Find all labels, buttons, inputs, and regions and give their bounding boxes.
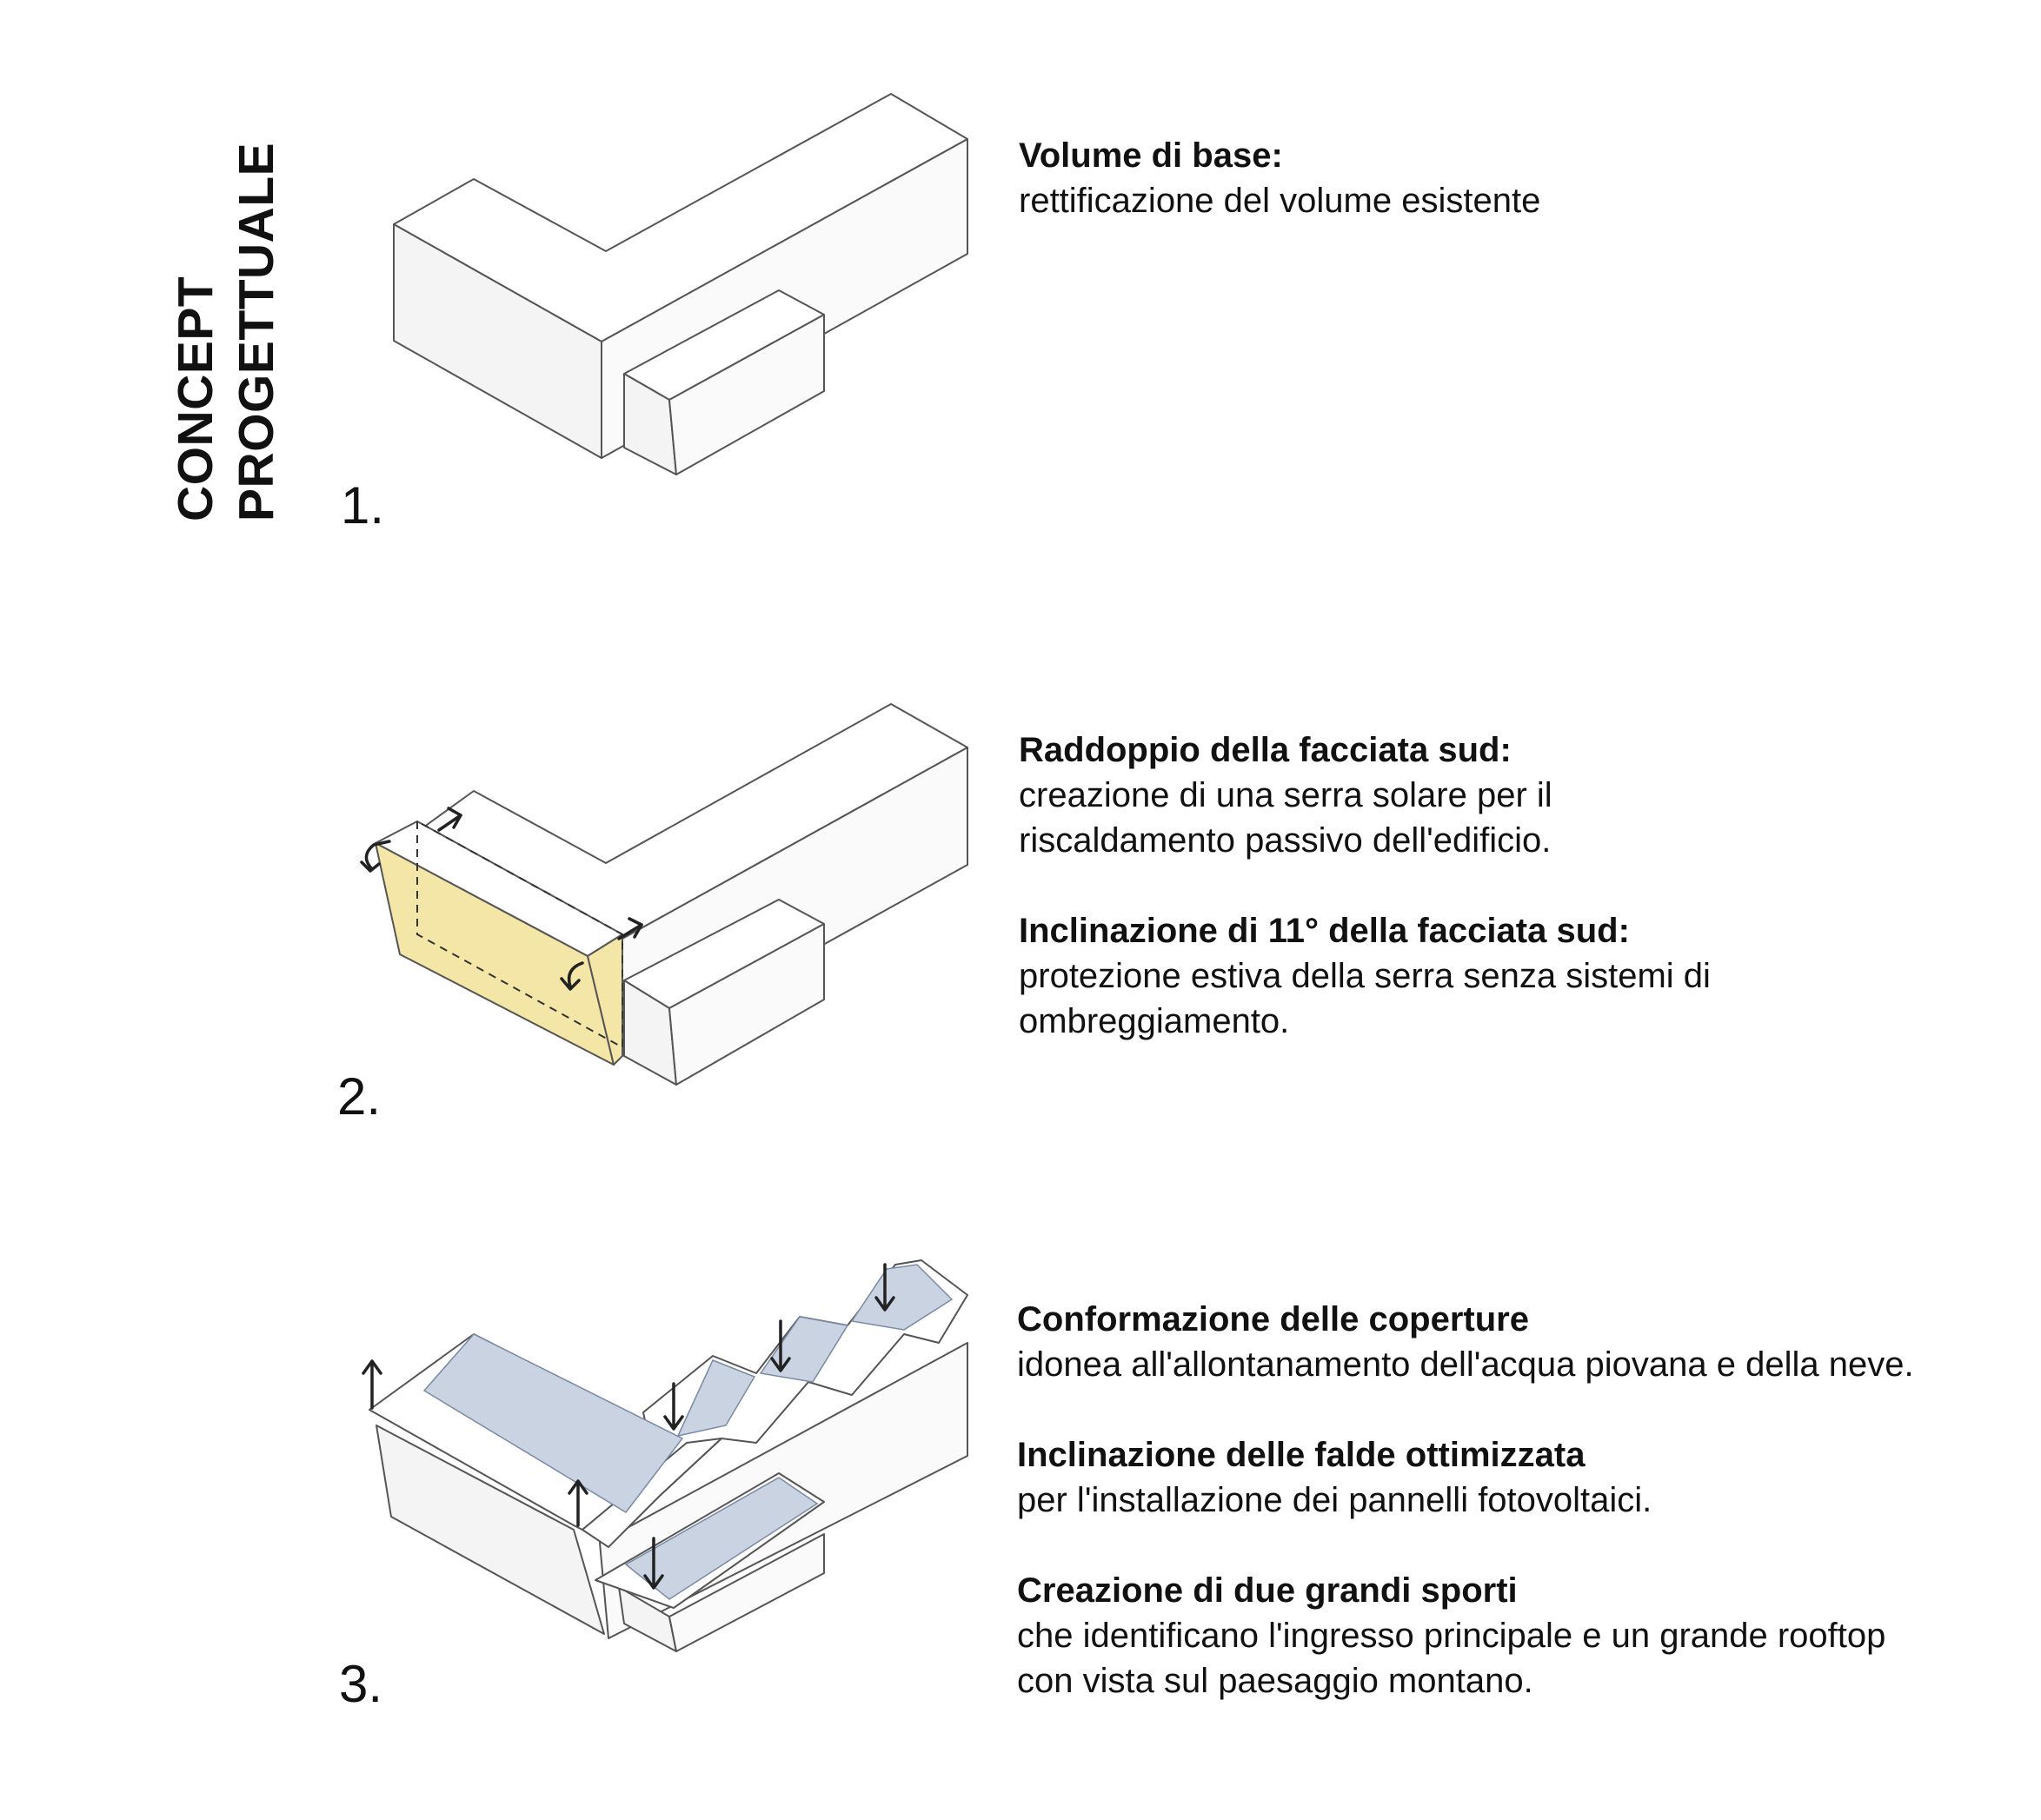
step-2-line-1: creazione di una serra solare per il bbox=[1019, 776, 1552, 814]
annex-east-wall bbox=[668, 1533, 825, 1652]
step-1-line-1: rettificazione del volume esistente bbox=[1019, 182, 1541, 220]
title-line-1: CONCEPT bbox=[168, 276, 223, 521]
pv-panel-west bbox=[422, 1333, 684, 1513]
step-3-line-2: per l'installazione dei pannelli fotovol… bbox=[1017, 1481, 1652, 1519]
step-1-heading-1: Volume di base: bbox=[1019, 136, 1283, 175]
step-3-heading-2: Inclinazione delle falde ottimizzata bbox=[1017, 1436, 1586, 1474]
arrow-head bbox=[362, 1359, 382, 1375]
step-3-description: Conformazione delle coperture idonea all… bbox=[1017, 1297, 1914, 1704]
annex-east-wall bbox=[668, 923, 825, 1086]
rotate-arrow-icon bbox=[617, 923, 643, 940]
rotate-arrow-icon bbox=[437, 814, 462, 832]
step-3-line-3: che identificano l'ingresso principale e… bbox=[1017, 1617, 1886, 1655]
original-facade-dashed-line bbox=[416, 820, 623, 1049]
arrow-head bbox=[447, 807, 462, 829]
step-3-paragraph-2: Inclinazione delle falde ottimizzata per… bbox=[1017, 1432, 1914, 1523]
rotate-arrow-icon bbox=[567, 961, 584, 988]
step-2-number: 2. bbox=[337, 1067, 382, 1126]
step-3-line-4: con vista sul paesaggio montano. bbox=[1017, 1662, 1533, 1700]
step-1-number: 1. bbox=[341, 476, 385, 535]
step-3-paragraph-1: Conformazione delle coperture idonea all… bbox=[1017, 1297, 1914, 1387]
step-3-line-1: idonea all'allontanamento dell'acqua pio… bbox=[1017, 1345, 1914, 1384]
step-1-description: Volume di base: rettificazione del volum… bbox=[1019, 133, 1540, 223]
pv-panel-1 bbox=[676, 1359, 756, 1438]
step-2-paragraph-1: Raddoppio della facciata sud: creazione … bbox=[1019, 727, 1711, 863]
step-3-heading-3: Creazione di due grandi sporti bbox=[1017, 1571, 1518, 1610]
west-wall bbox=[376, 1425, 605, 1635]
step-2-line-3: protezione estiva della serra senza sist… bbox=[1019, 957, 1711, 995]
step-3-paragraph-3: Creazione di due grandi sporti che ident… bbox=[1017, 1568, 1914, 1704]
step-3-heading-1: Conformazione delle coperture bbox=[1017, 1300, 1529, 1338]
rotate-arrow-icon bbox=[364, 840, 391, 871]
step-2-line-2: riscaldamento passivo dell'edificio. bbox=[1019, 821, 1552, 860]
arrow-head bbox=[560, 977, 581, 991]
step-2-line-4: ombreggiamento. bbox=[1019, 1002, 1290, 1040]
arrow-head bbox=[663, 1415, 684, 1431]
step-2-description: Raddoppio della facciata sud: creazione … bbox=[1019, 727, 1711, 1044]
title-line-2: PROGETTUALE bbox=[229, 142, 284, 521]
roof-north-slope bbox=[582, 1438, 722, 1548]
step-2-paragraph-2: Inclinazione di 11° della facciata sud: … bbox=[1019, 908, 1711, 1044]
arrow-head bbox=[643, 1574, 664, 1590]
step-1-paragraph-1: Volume di base: rettificazione del volum… bbox=[1019, 133, 1540, 223]
pv-panel-3 bbox=[850, 1264, 954, 1331]
annex-east-wall bbox=[668, 314, 825, 475]
serra-solare-diagram bbox=[360, 703, 968, 1086]
step-2-heading-1: Raddoppio della facciata sud: bbox=[1019, 731, 1512, 769]
arrow-head bbox=[770, 1357, 791, 1372]
base-volume-diagram bbox=[393, 93, 968, 475]
roof-pv-diagram bbox=[362, 1259, 968, 1652]
step-3-number: 3. bbox=[339, 1655, 383, 1713]
arrow-head bbox=[360, 860, 381, 873]
arrow-head bbox=[568, 1479, 588, 1495]
page-title: CONCEPT PROGETTUALE bbox=[165, 0, 304, 521]
step-2-heading-2: Inclinazione di 11° della facciata sud: bbox=[1019, 912, 1630, 950]
arrow-head bbox=[874, 1296, 895, 1312]
serra-side bbox=[587, 933, 623, 1066]
arrow-head bbox=[628, 917, 643, 939]
